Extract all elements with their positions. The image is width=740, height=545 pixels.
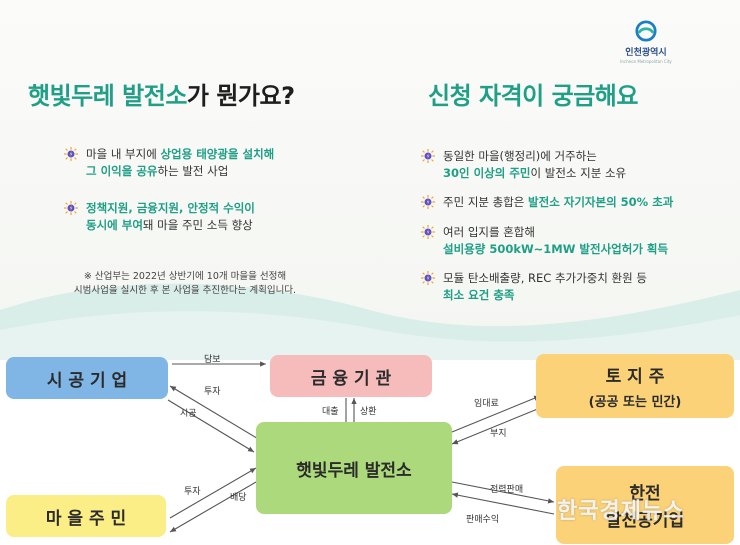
arrow-invest-top	[169, 385, 261, 441]
right-bullet-2: 주민 지분 총합은 발전소 자기자본의 50% 초과	[421, 194, 674, 211]
sun-bolt-icon	[421, 195, 435, 209]
sun-bolt-icon	[421, 149, 435, 163]
arrow-construct	[167, 399, 255, 453]
edge-label-construct: 시공	[180, 409, 197, 419]
right-bullet-3-em-b: 설비용량 500kW~1MW 발전사업허가 획득	[443, 242, 669, 256]
left-heading-rest: 가 뭔가요?	[186, 82, 295, 110]
news-watermark: 한국경제뉴스	[557, 499, 685, 524]
left-bullet-1-text-b: 하는 발전 사업	[157, 164, 229, 178]
sun-bolt-icon	[421, 225, 435, 239]
right-bullet-4: 모듈 탄소배출량, REC 추가가중치 환원 등 최소 요건 충족	[421, 270, 647, 304]
left-bullet-2-em-b: 동시에 부여	[86, 218, 143, 232]
logo-subtitle: Incheon Metropolitan City	[620, 59, 672, 64]
right-bullet-3-text-a: 여러 입지를 혼합해	[443, 225, 535, 239]
footnote-line-2: 시범사업을 실시한 후 본 사업을 추진한다는 계획입니다.	[73, 285, 297, 296]
right-bullet-1-text-a: 동일한 마을(행정리)에 거주하는	[443, 149, 597, 163]
arrow-site	[451, 407, 541, 445]
edge-label-invest-bottom: 투자	[184, 487, 201, 497]
left-heading: 햇빛두레 발전소가 뭔가요?	[28, 76, 295, 111]
kepco-subtitle: 발전공기업	[605, 511, 685, 531]
edge-label-invest-top: 투자	[204, 387, 221, 397]
left-bullet-2: 정책지원, 금융지원, 안정적 수익이 동시에 부여돼 마을 주민 소득 향상	[64, 200, 255, 234]
arrow-lease-fee	[451, 395, 541, 433]
sun-bolt-icon	[64, 147, 78, 161]
landowner-subtitle: (공공 또는 민간)	[588, 395, 682, 410]
right-bullet-4-text-a: 모듈 탄소배출량, REC 추가가중치 환원 등	[443, 271, 647, 285]
edge-label-lease-fee: 임대료	[474, 399, 499, 409]
arrow-sale-revenue	[451, 492, 555, 515]
left-bullet-2-em-a: 정책지원, 금융지원, 안정적 수익이	[86, 201, 255, 215]
edge-label-power-sale: 전력판매	[490, 485, 524, 495]
incheon-logo-icon	[635, 20, 657, 42]
left-bullet-1-text-a: 마을 내 부지에	[86, 147, 161, 161]
left-heading-highlight: 햇빛두레 발전소	[28, 82, 187, 110]
sun-bolt-icon	[64, 201, 78, 215]
footnote: ※ 산업부는 2022년 상반기에 10개 마을을 선정해 시범사업을 실시한 …	[30, 270, 340, 298]
edge-label-dividend: 배당	[230, 493, 247, 503]
wave-decoration	[0, 283, 740, 360]
left-bullet-1: 마을 내 부지에 상업용 태양광을 설치해 그 이익을 공유하는 발전 사업	[64, 146, 275, 180]
node-construction-company: 시 공 기 업	[6, 357, 168, 399]
right-bullet-2-em-a: 발전소 자기자본의 50% 초과	[528, 195, 674, 209]
node-financial-institution: 금 융 기 관	[270, 355, 432, 397]
right-bullet-2-text-a: 주민 지분 총합은	[443, 195, 529, 209]
arrow-power-sale	[451, 481, 555, 504]
edge-label-repay: 상환	[360, 407, 377, 417]
edge-label-sale-revenue: 판매수익	[466, 515, 500, 525]
incheon-logo: 인천광역시 Incheon Metropolitan City	[615, 20, 677, 64]
left-bullet-1-em-a: 상업용 태양광을 설치해	[160, 147, 275, 161]
right-bullet-4-em-b: 최소 요건 충족	[443, 288, 515, 302]
node-village-residents: 마 을 주 민	[6, 495, 166, 537]
arrow-dividend	[169, 481, 257, 533]
node-landowner: 토 지 주 (공공 또는 민간)	[536, 354, 734, 418]
edge-label-site: 부지	[490, 429, 507, 439]
sun-bolt-icon	[421, 271, 435, 285]
right-bullet-1-text-b: 이 발전소 지분 소유	[530, 166, 627, 180]
right-heading: 신청 자격이 궁금해요	[428, 82, 638, 110]
right-bullet-1-em-b: 30인 이상의 주민	[443, 166, 531, 180]
left-bullet-2-text-b: 돼 마을 주민 소득 향상	[142, 218, 253, 232]
kepco-title: 한전	[629, 484, 661, 504]
right-bullet-1: 동일한 마을(행정리)에 거주하는 30인 이상의 주민이 발전소 지분 소유	[421, 148, 627, 182]
relationship-diagram: 시 공 기 업 금 융 기 관 토 지 주 (공공 또는 민간) 햇빛두레 발전…	[0, 352, 740, 545]
node-sunshine-plant: 햇빛두레 발전소	[256, 422, 452, 514]
edge-label-loan: 대출	[322, 407, 339, 417]
node-kepco: 한전 발전공기업	[556, 466, 734, 544]
right-bullet-3: 여러 입지를 혼합해 설비용량 500kW~1MW 발전사업허가 획득	[421, 224, 669, 258]
landowner-title: 토 지 주	[605, 367, 665, 387]
logo-name: 인천광역시	[625, 48, 667, 58]
arrow-invest-bottom	[169, 467, 257, 519]
edge-label-collateral: 담보	[204, 355, 221, 365]
footnote-line-1: ※ 산업부는 2022년 상반기에 10개 마을을 선정해	[83, 271, 287, 282]
left-bullet-1-em-b: 그 이익을 공유	[86, 164, 158, 178]
